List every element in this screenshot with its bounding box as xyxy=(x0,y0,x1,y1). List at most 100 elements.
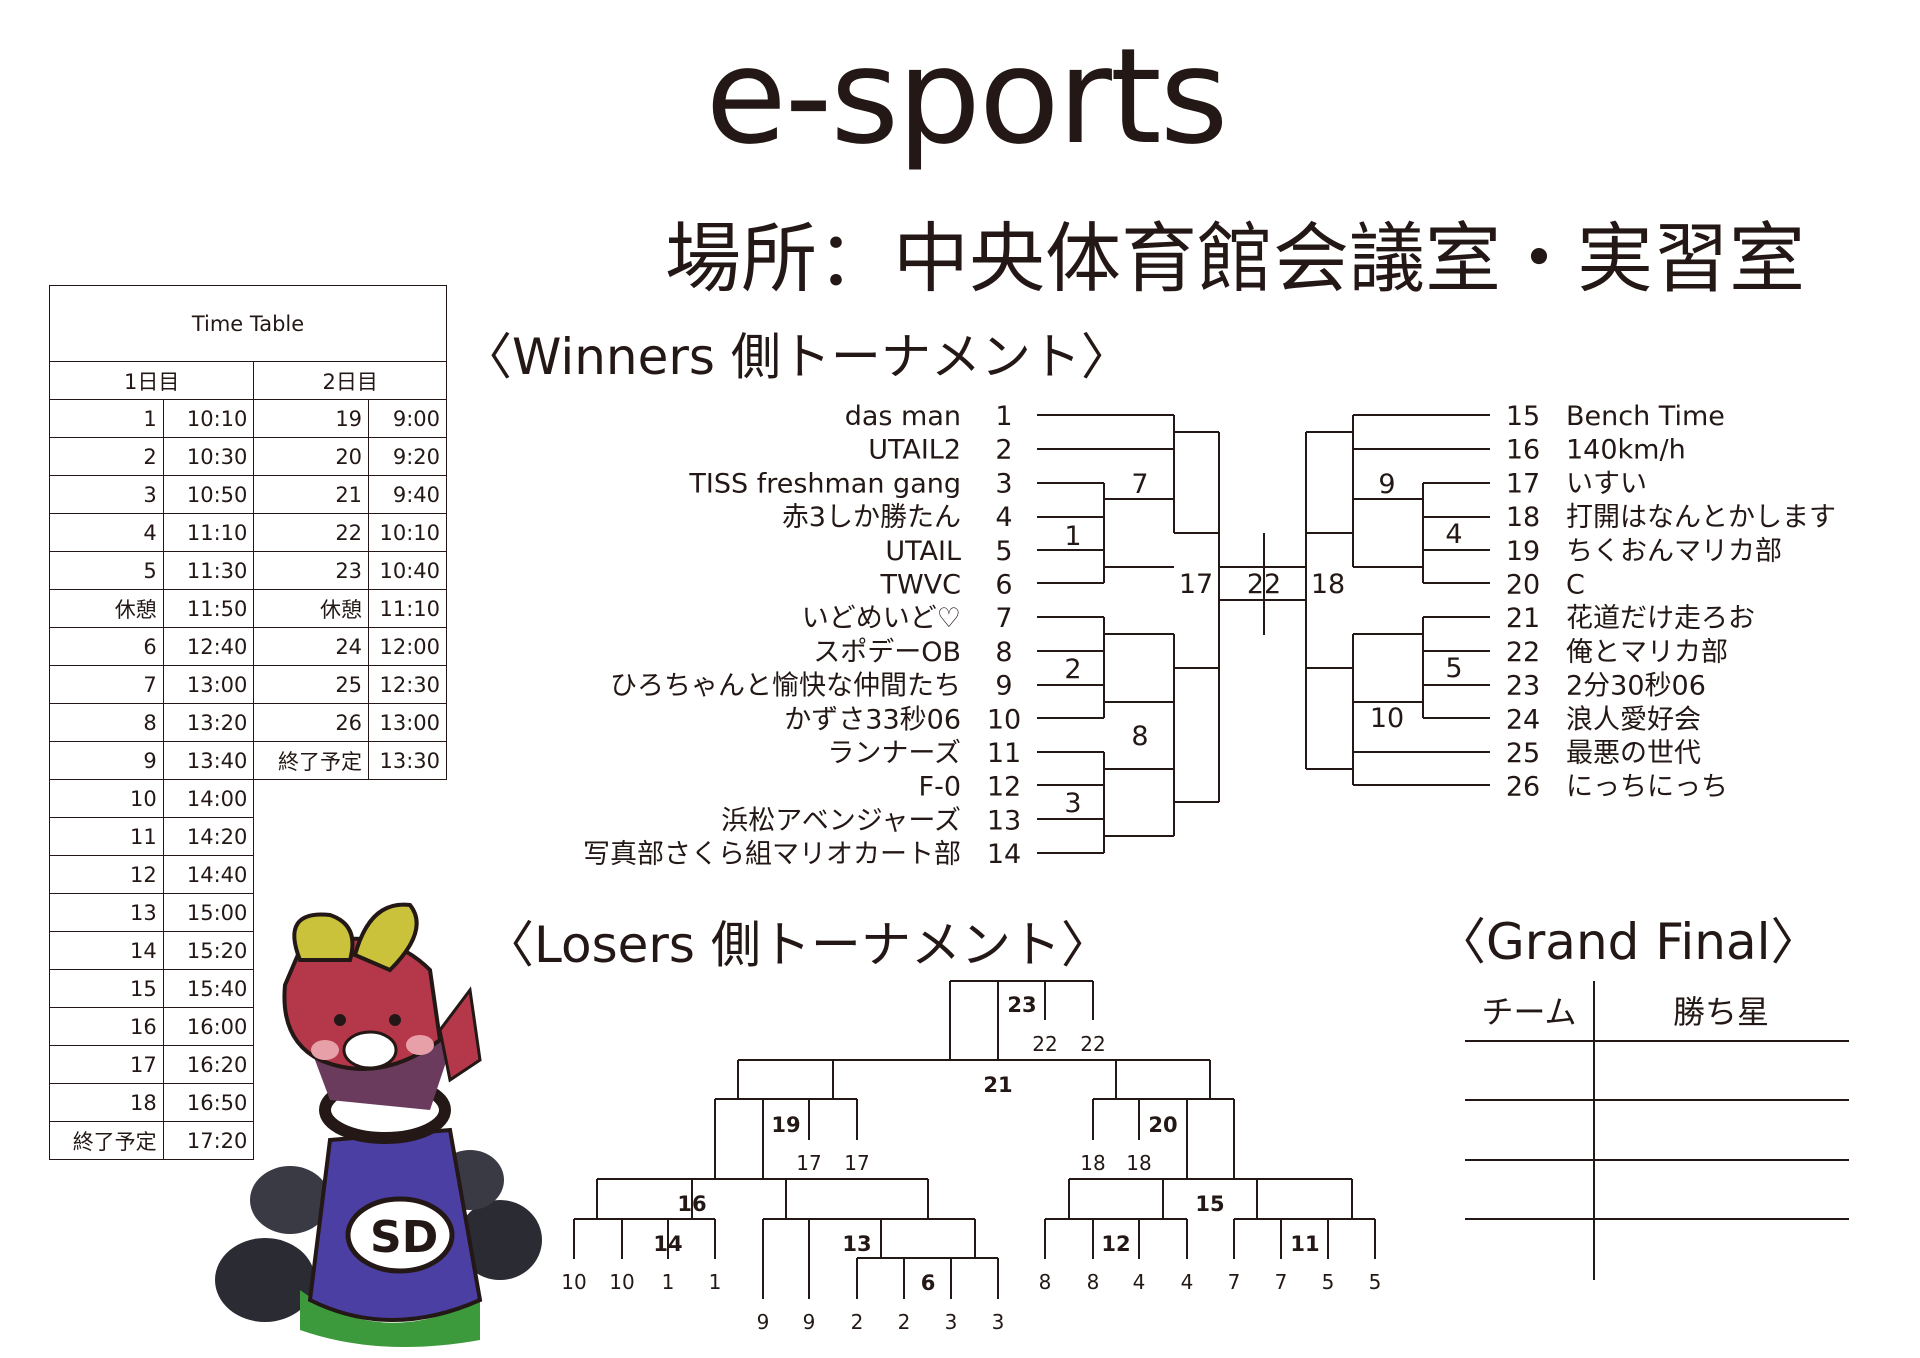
losers-match-label: 15 xyxy=(1195,1192,1224,1216)
match-time: 12:00 xyxy=(368,627,447,666)
team-number: 3 xyxy=(995,468,1012,499)
team-name: スポデーOB xyxy=(813,637,961,668)
team-number: 11 xyxy=(987,738,1021,769)
match-number: 18 xyxy=(49,1083,164,1122)
losers-match-label: 20 xyxy=(1148,1113,1177,1137)
match-label: 18 xyxy=(1311,569,1345,600)
team-name: かずさ33秒06 xyxy=(784,704,961,735)
losers-slot-label: 5 xyxy=(1369,1270,1382,1294)
team-name: 俺とマリカ部 xyxy=(1566,637,1728,668)
match-number: 14 xyxy=(49,931,164,970)
losers-slot-label: 18 xyxy=(1080,1151,1105,1175)
losers-match-label: 6 xyxy=(921,1271,936,1295)
match-number: 10 xyxy=(49,779,164,818)
match-time: 15:00 xyxy=(162,893,255,932)
team-name: 花道だけ走ろお xyxy=(1566,603,1755,634)
losers-slot-label: 8 xyxy=(1087,1270,1100,1294)
match-time: 16:20 xyxy=(162,1045,255,1084)
match-time: 11:50 xyxy=(162,589,255,628)
team-number: 8 xyxy=(995,637,1012,668)
team-number: 12 xyxy=(987,772,1021,803)
match-number: 23 xyxy=(253,551,370,590)
match-time: 11:30 xyxy=(162,551,255,590)
match-time: 16:00 xyxy=(162,1007,255,1046)
team-number: 18 xyxy=(1506,502,1540,533)
team-number: 13 xyxy=(987,805,1021,836)
match-time: 14:20 xyxy=(162,817,255,856)
losers-match-label: 12 xyxy=(1101,1232,1130,1256)
match-label: 9 xyxy=(1378,469,1395,500)
team-name: いどめいど♡ xyxy=(802,603,961,634)
team-name: 浜松アベンジャーズ xyxy=(721,805,961,836)
team-name: C xyxy=(1566,570,1585,601)
team-name: 2分30秒06 xyxy=(1566,671,1706,702)
losers-slot-label: 10 xyxy=(561,1270,586,1294)
losers-slot-label: 17 xyxy=(796,1151,821,1175)
match-number: 22 xyxy=(253,513,370,552)
team-name: ひろちゃんと愉快な仲間たち xyxy=(610,671,961,702)
match-label: 4 xyxy=(1445,519,1462,550)
match-label: 1 xyxy=(1064,521,1081,552)
match-number: 終了予定 xyxy=(253,741,370,780)
match-number: 終了予定 xyxy=(49,1121,164,1160)
match-number: 8 xyxy=(49,703,164,742)
team-number: 23 xyxy=(1506,671,1540,702)
match-time: 13:00 xyxy=(368,703,447,742)
match-number: 9 xyxy=(49,741,164,780)
team-name: F-0 xyxy=(919,772,961,803)
match-time: 10:10 xyxy=(162,399,255,438)
column-header-wins: 勝ち星 xyxy=(1673,993,1769,1031)
match-number: 4 xyxy=(49,513,164,552)
match-number: 16 xyxy=(49,1007,164,1046)
team-number: 21 xyxy=(1506,603,1540,634)
team-name: UTAIL2 xyxy=(868,435,961,466)
match-time: 10:30 xyxy=(162,437,255,476)
match-number: 11 xyxy=(49,817,164,856)
team-number: 7 xyxy=(995,603,1012,634)
team-number: 20 xyxy=(1506,570,1540,601)
team-number: 1 xyxy=(995,401,1012,432)
losers-slot-label: 22 xyxy=(1032,1032,1057,1056)
day1-header: 1日目 xyxy=(48,361,255,400)
losers-match-label: 21 xyxy=(983,1073,1012,1097)
team-number: 10 xyxy=(987,704,1021,735)
losers-slot-label: 4 xyxy=(1181,1270,1194,1294)
match-number: 25 xyxy=(253,665,370,704)
team-number: 5 xyxy=(995,536,1012,567)
team-name: ちくおんマリカ部 xyxy=(1566,536,1782,567)
page-title: e-sports xyxy=(705,20,1229,174)
losers-slot-label: 8 xyxy=(1039,1270,1052,1294)
team-name: にっちにっち xyxy=(1566,772,1728,803)
losers-slot-label: 9 xyxy=(757,1310,770,1334)
team-name: das man xyxy=(845,401,961,432)
losers-slot-label: 3 xyxy=(945,1310,958,1334)
match-number: 19 xyxy=(253,399,370,438)
match-label: 5 xyxy=(1445,653,1462,684)
team-name: 打開はなんとかします xyxy=(1566,502,1836,533)
column-header-team: チーム xyxy=(1481,993,1576,1031)
team-name: 140km/h xyxy=(1566,435,1686,466)
team-number: 22 xyxy=(1506,637,1540,668)
match-number: 24 xyxy=(253,627,370,666)
team-number: 24 xyxy=(1506,704,1540,735)
team-name: 最悪の世代 xyxy=(1566,738,1701,769)
match-number: 休憩 xyxy=(253,589,370,628)
team-name: いすい xyxy=(1566,468,1647,499)
losers-match-label: 11 xyxy=(1290,1232,1319,1256)
match-time: 9:20 xyxy=(368,437,447,476)
losers-slot-label: 2 xyxy=(851,1310,864,1334)
bracket-lines xyxy=(573,980,1376,1299)
losers-slot-label: 7 xyxy=(1228,1270,1241,1294)
losers-slot-label: 22 xyxy=(1080,1032,1105,1056)
